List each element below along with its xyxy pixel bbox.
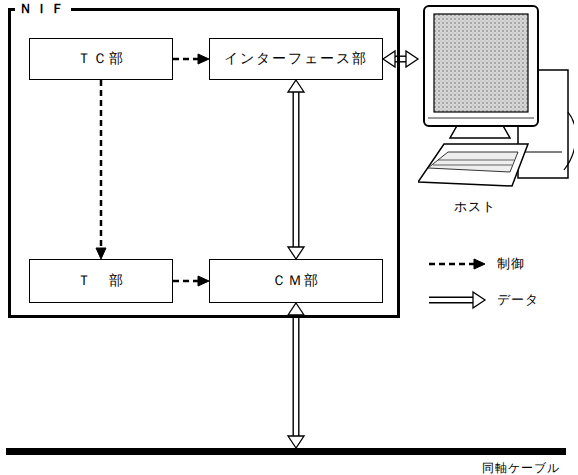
host-computer: ホスト bbox=[418, 2, 574, 220]
process-box: Ｔ 部 bbox=[29, 259, 173, 303]
control-arrow bbox=[173, 276, 209, 286]
node-label: ＴＣ部 bbox=[77, 50, 125, 68]
computer-illustration bbox=[418, 2, 574, 194]
node-label: ホスト bbox=[454, 198, 496, 216]
legend-label: データ bbox=[497, 291, 539, 309]
coaxial-cable: 同軸ケーブル bbox=[6, 448, 566, 475]
process-box: ＴＣ部 bbox=[29, 38, 173, 80]
process-box: ＣＭ部 bbox=[209, 259, 383, 303]
legend-row: データ bbox=[425, 288, 539, 312]
data-arrow bbox=[383, 51, 418, 67]
cable-band bbox=[6, 448, 566, 455]
node-label: ＮＩＦ bbox=[15, 0, 71, 18]
node-label: Ｔ 部 bbox=[77, 272, 125, 290]
node-label: ＣＭ部 bbox=[272, 272, 320, 290]
node-label: 同軸ケーブル bbox=[482, 460, 560, 475]
legend-label: 制御 bbox=[497, 255, 525, 273]
data-arrow-sample bbox=[425, 289, 489, 311]
process-box: インターフェース部 bbox=[209, 38, 383, 80]
data-arrow bbox=[288, 303, 304, 448]
legend-row: 制御 bbox=[425, 252, 525, 276]
node-label: インターフェース部 bbox=[224, 50, 368, 68]
nif-frame: ＴＣ部インターフェース部Ｔ 部ＣＭ部ＮＩＦ bbox=[8, 8, 400, 318]
control-arrow bbox=[173, 54, 209, 64]
control-arrow bbox=[96, 80, 106, 259]
control-arrow-sample bbox=[425, 253, 489, 275]
data-arrow bbox=[288, 80, 304, 259]
